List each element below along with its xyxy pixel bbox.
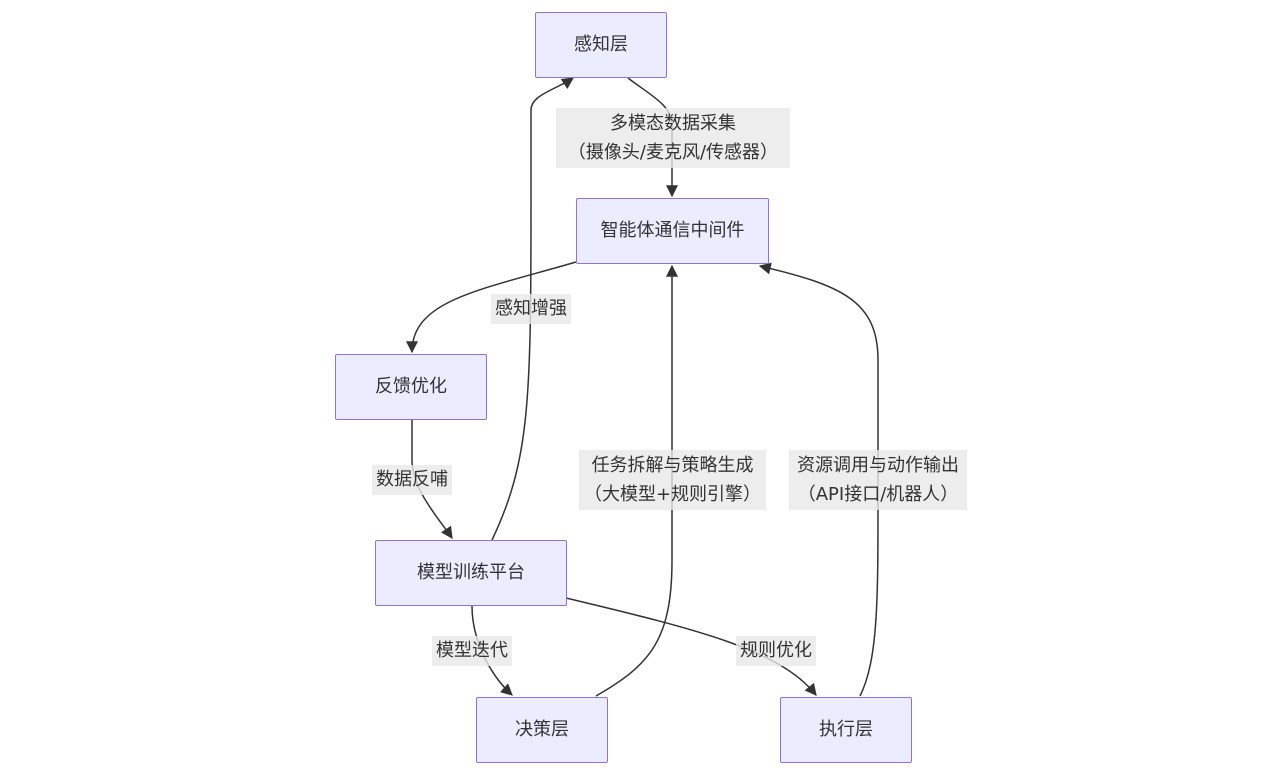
node-agent-middleware-label: 智能体通信中间件 [600, 220, 745, 242]
edge-label-rule-optimization: 规则优化 [736, 636, 816, 666]
node-execution-layer[interactable]: 执行层 [780, 697, 912, 763]
node-execution-layer-label: 执行层 [819, 719, 873, 741]
edge-label-multimodal-collection-line1: 多模态数据采集 [610, 113, 736, 134]
edge-decision-to-middleware [595, 264, 678, 697]
node-model-training-platform[interactable]: 模型训练平台 [375, 540, 567, 606]
node-feedback-optimization-label: 反馈优化 [375, 376, 447, 398]
edge-label-task-decomposition-line1: 任务拆解与策略生成 [591, 455, 754, 476]
edge-middleware-to-feedback [406, 261, 577, 354]
edge-label-rule-optimization-text: 规则优化 [740, 640, 812, 661]
edge-label-task-decomposition: 任务拆解与策略生成 （大模型+规则引擎） [579, 450, 766, 510]
edge-label-perception-enhancement: 感知增强 [491, 294, 571, 324]
edge-label-model-iteration-text: 模型迭代 [436, 640, 508, 661]
node-model-training-platform-label: 模型训练平台 [417, 562, 525, 584]
node-perception-layer[interactable]: 感知层 [535, 12, 667, 78]
node-feedback-optimization[interactable]: 反馈优化 [335, 354, 487, 420]
edge-label-model-iteration: 模型迭代 [432, 636, 512, 666]
edge-label-data-feedback-text: 数据反哺 [376, 469, 448, 490]
edge-training-to-execution [565, 597, 817, 696]
edge-label-multimodal-collection: 多模态数据采集 （摄像头/麦克风/传感器） [556, 108, 790, 168]
node-agent-middleware[interactable]: 智能体通信中间件 [576, 198, 769, 264]
edge-label-resource-invocation-line2: （API接口/机器人） [797, 484, 959, 505]
edge-label-perception-enhancement-text: 感知增强 [495, 298, 567, 319]
edge-label-data-feedback: 数据反哺 [372, 465, 452, 495]
node-decision-layer-label: 决策层 [515, 719, 569, 741]
edge-label-task-decomposition-line2: （大模型+规则引擎） [583, 484, 762, 505]
node-perception-layer-label: 感知层 [574, 34, 628, 56]
edge-feedback-to-training [411, 420, 453, 539]
edge-label-resource-invocation-line1: 资源调用与动作输出 [797, 455, 959, 476]
edge-label-resource-invocation: 资源调用与动作输出 （API接口/机器人） [789, 450, 967, 510]
node-decision-layer[interactable]: 决策层 [476, 697, 608, 763]
edge-label-multimodal-collection-line2: （摄像头/麦克风/传感器） [567, 142, 779, 163]
